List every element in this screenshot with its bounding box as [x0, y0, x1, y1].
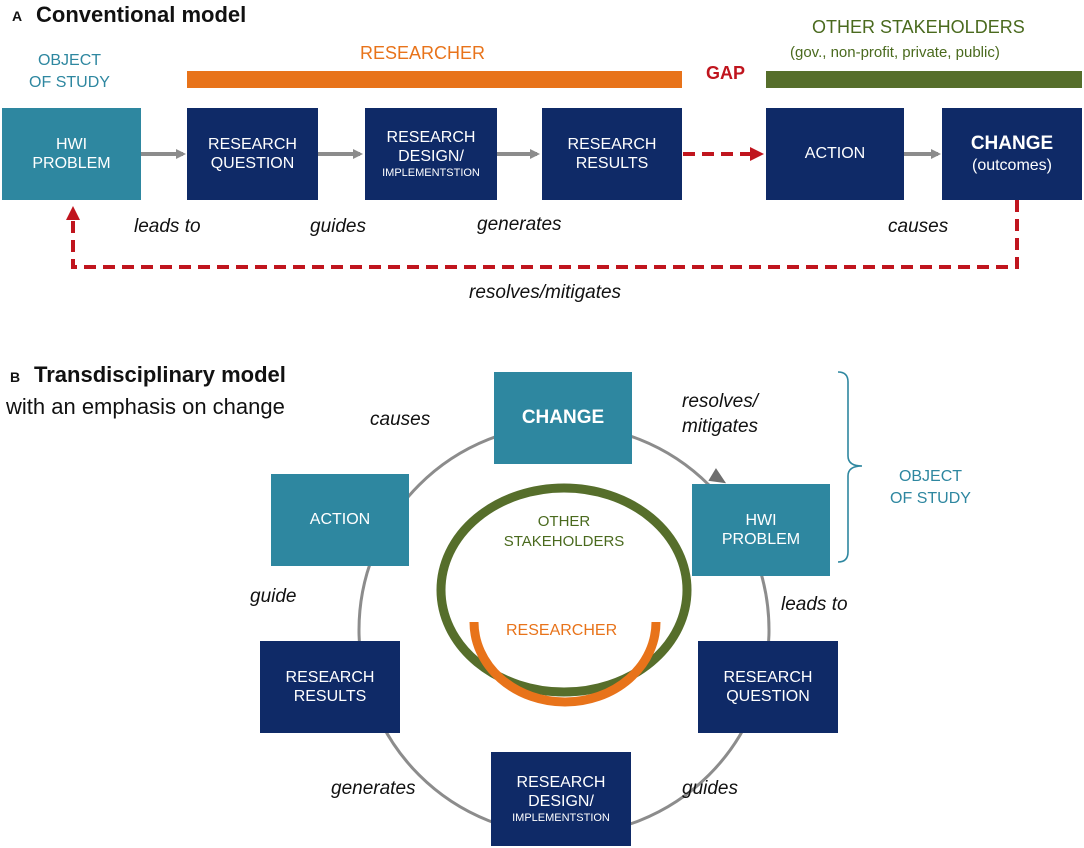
research-design-box-a: RESEARCH DESIGN/ IMPLEMENTSTION: [365, 108, 497, 200]
hwi-problem-line1: HWI: [55, 135, 88, 153]
research-results-b-line2: RESULTS: [293, 688, 367, 705]
feedback-loop-arrow: [66, 200, 1019, 269]
change-b-line: CHANGE: [521, 406, 605, 428]
other-stakeholders-b-line1: OTHER: [537, 513, 591, 530]
object-of-study-b-line1: OBJECT: [898, 468, 963, 485]
relation-generates-b: generates: [331, 778, 416, 799]
object-bracket: [837, 371, 863, 563]
relation-leads-to-a: leads to: [134, 216, 201, 237]
change-box-a: CHANGE (outcomes): [942, 108, 1082, 200]
object-of-study-line2: OF STUDY: [29, 73, 110, 91]
research-question-box-b: RESEARCH QUESTION: [698, 641, 838, 733]
research-design-box-b: RESEARCH DESIGN/ IMPLEMENTSTION: [491, 752, 631, 846]
research-results-box-a: RESEARCH RESULTS: [542, 108, 682, 200]
change-line2: (outcomes): [971, 156, 1053, 174]
relation-resolves-b-line2: mitigates: [682, 415, 759, 437]
hwi-problem-b-line1: HWI: [745, 511, 777, 529]
panel-b-subtitle: with an emphasis on change: [6, 394, 285, 419]
research-design-line1: RESEARCH: [386, 129, 476, 147]
change-line1: CHANGE: [970, 133, 1054, 154]
object-of-study-label-a: OBJECT OF STUDY: [12, 50, 127, 93]
research-results-b-line1: RESEARCH: [285, 668, 375, 686]
research-results-line2: RESULTS: [575, 155, 649, 172]
action-line: ACTION: [804, 145, 866, 163]
panel-b-title: Transdisciplinary model: [34, 362, 286, 387]
action-box-b: ACTION: [271, 474, 409, 566]
relation-resolves-a: resolves/mitigates: [469, 282, 622, 303]
relation-guides-b: guides: [682, 778, 738, 799]
panel-a-title: Conventional model: [36, 2, 247, 27]
other-stakeholders-label-b: OTHER STAKEHOLDERS: [498, 512, 630, 553]
object-of-study-line1: OBJECT: [37, 52, 102, 69]
researcher-label-b: RESEARCHER: [506, 622, 618, 639]
research-results-line1: RESEARCH: [567, 135, 657, 153]
change-box-b: CHANGE: [494, 372, 632, 464]
other-stakeholders-sub: (gov., non-profit, private, public): [790, 44, 1000, 61]
research-question-b-line2: QUESTION: [726, 688, 810, 705]
object-of-study-label-b: OBJECT OF STUDY: [873, 466, 988, 509]
research-question-b-line1: RESEARCH: [723, 668, 813, 686]
research-question-box-a: RESEARCH QUESTION: [187, 108, 318, 200]
relation-resolves-b-line1: resolves/: [682, 391, 759, 412]
stakeholders-bar: [766, 71, 1082, 88]
hwi-problem-box-a: HWI PROBLEM: [2, 108, 141, 200]
relation-causes-a: causes: [888, 216, 949, 237]
researcher-bar: [187, 71, 682, 88]
research-design-line2: DESIGN/: [398, 148, 464, 166]
other-stakeholders-label-a: OTHER STAKEHOLDERS: [812, 17, 1025, 37]
action-b-line: ACTION: [309, 511, 371, 529]
research-design-b-line3: IMPLEMENTSTION: [512, 811, 610, 824]
object-of-study-b-line2: OF STUDY: [890, 489, 971, 507]
research-question-line2: QUESTION: [210, 155, 295, 172]
research-design-b-line2: DESIGN/: [528, 793, 594, 811]
relation-causes-b: causes: [370, 409, 431, 430]
research-results-box-b: RESEARCH RESULTS: [260, 641, 400, 733]
hwi-problem-line2: PROBLEM: [32, 155, 111, 172]
hwi-problem-box-b: HWI PROBLEM: [692, 484, 830, 576]
other-stakeholders-b-line2: STAKEHOLDERS: [503, 533, 625, 551]
relation-resolves-b: resolves/ mitigates: [682, 390, 758, 439]
researcher-label-a: RESEARCHER: [360, 43, 486, 63]
action-box-a: ACTION: [766, 108, 904, 200]
panel-a-letter: A: [12, 8, 23, 24]
stakeholders-ring: [436, 483, 692, 697]
relation-guide-b: guide: [250, 586, 297, 607]
hwi-problem-b-line2: PROBLEM: [721, 531, 801, 548]
cycle-arrowhead: [708, 468, 727, 484]
panel-b-letter: B: [10, 369, 21, 385]
research-question-line1: RESEARCH: [208, 135, 297, 153]
gap-label: GAP: [706, 63, 746, 83]
research-design-line3: IMPLEMENTSTION: [382, 166, 480, 179]
relation-leads-to-b: leads to: [781, 594, 848, 615]
research-design-b-line1: RESEARCH: [516, 774, 606, 792]
researcher-arc: [469, 621, 661, 707]
relation-generates-a: generates: [477, 214, 562, 235]
relation-guides-a: guides: [310, 216, 366, 237]
